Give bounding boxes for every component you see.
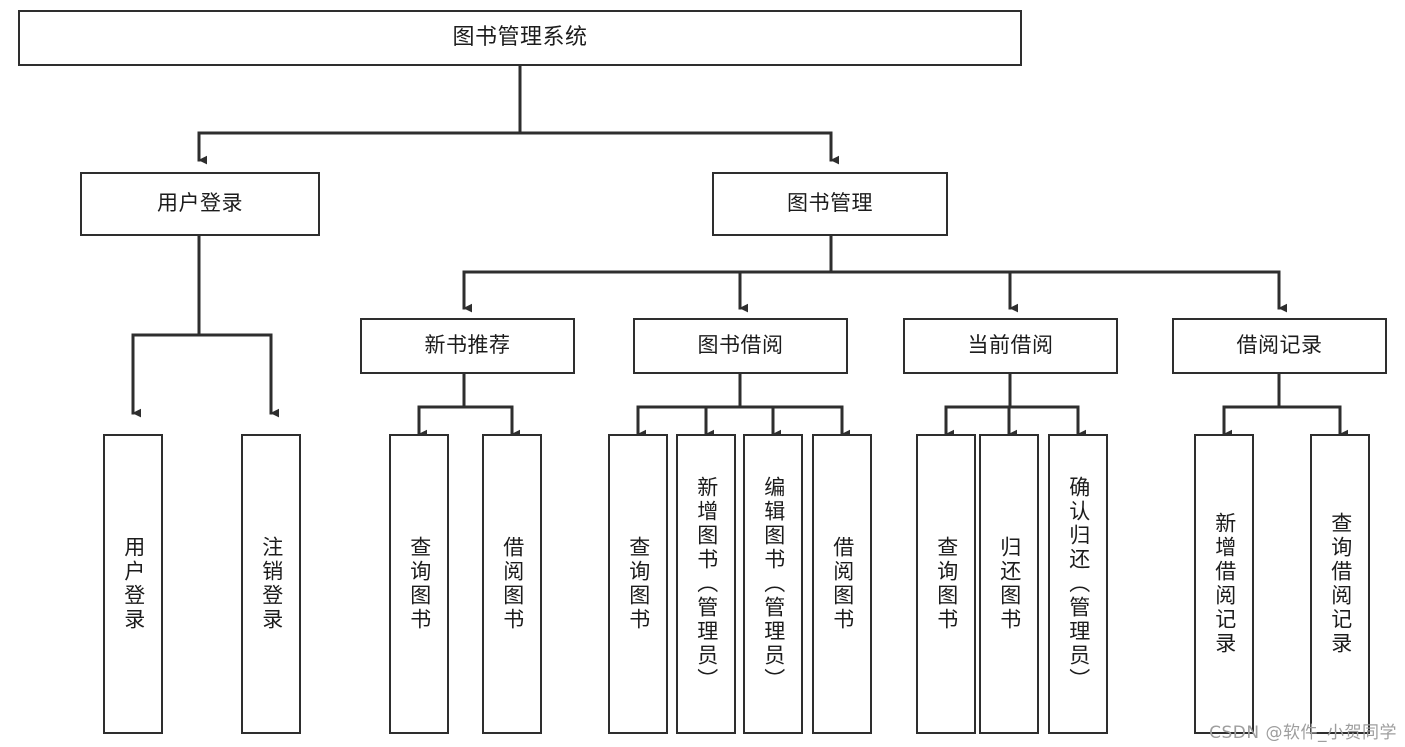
leaf-borrow-edit-book-admin[interactable]: 编辑图书（管理员） (743, 434, 803, 734)
node-label: 查询图书 (934, 536, 959, 632)
node-label: 注销登录 (259, 536, 284, 632)
node-root-book-management-system[interactable]: 图书管理系统 (18, 10, 1022, 66)
leaf-user-login-login[interactable]: 用户登录 (103, 434, 163, 734)
watermark-text: CSDN @软件_小贺同学 (1209, 723, 1397, 743)
leaf-record-query-borrow-record[interactable]: 查询借阅记录 (1310, 434, 1370, 734)
leaf-new-book-query[interactable]: 查询图书 (389, 434, 449, 734)
leaf-borrow-borrow-book[interactable]: 借阅图书 (812, 434, 872, 734)
leaf-current-confirm-return-admin[interactable]: 确认归还（管理员） (1048, 434, 1108, 734)
node-label: 借阅记录 (1236, 333, 1323, 358)
node-label: 编辑图书（管理员） (761, 476, 786, 692)
leaf-borrow-add-book-admin[interactable]: 新增图书（管理员） (676, 434, 736, 734)
node-label: 借阅图书 (830, 536, 855, 632)
node-label: 确认归还（管理员） (1066, 476, 1091, 692)
node-new-book-recommend[interactable]: 新书推荐 (360, 318, 575, 374)
node-user-login[interactable]: 用户登录 (80, 172, 320, 236)
node-label: 图书借阅 (697, 333, 784, 358)
node-label: 当前借阅 (967, 333, 1054, 358)
node-borrow-record[interactable]: 借阅记录 (1172, 318, 1387, 374)
node-label: 用户登录 (157, 191, 243, 216)
leaf-borrow-query-book[interactable]: 查询图书 (608, 434, 668, 734)
node-label: 新书推荐 (424, 333, 511, 358)
node-label: 新增借阅记录 (1212, 512, 1237, 656)
leaf-user-login-logout[interactable]: 注销登录 (241, 434, 301, 734)
node-label: 图书管理系统 (452, 24, 588, 50)
leaf-new-book-borrow[interactable]: 借阅图书 (482, 434, 542, 734)
node-label: 查询借阅记录 (1328, 512, 1353, 656)
node-label: 借阅图书 (500, 536, 525, 632)
node-current-borrow[interactable]: 当前借阅 (903, 318, 1118, 374)
node-label: 图书管理 (787, 191, 873, 216)
node-label: 查询图书 (626, 536, 651, 632)
node-label: 归还图书 (997, 536, 1022, 632)
node-book-management[interactable]: 图书管理 (712, 172, 948, 236)
leaf-record-add-borrow-record[interactable]: 新增借阅记录 (1194, 434, 1254, 734)
node-label: 新增图书（管理员） (694, 476, 719, 692)
node-book-borrow[interactable]: 图书借阅 (633, 318, 848, 374)
node-label: 用户登录 (121, 536, 146, 632)
leaf-current-query-book[interactable]: 查询图书 (916, 434, 976, 734)
node-label: 查询图书 (407, 536, 432, 632)
leaf-current-return-book[interactable]: 归还图书 (979, 434, 1039, 734)
